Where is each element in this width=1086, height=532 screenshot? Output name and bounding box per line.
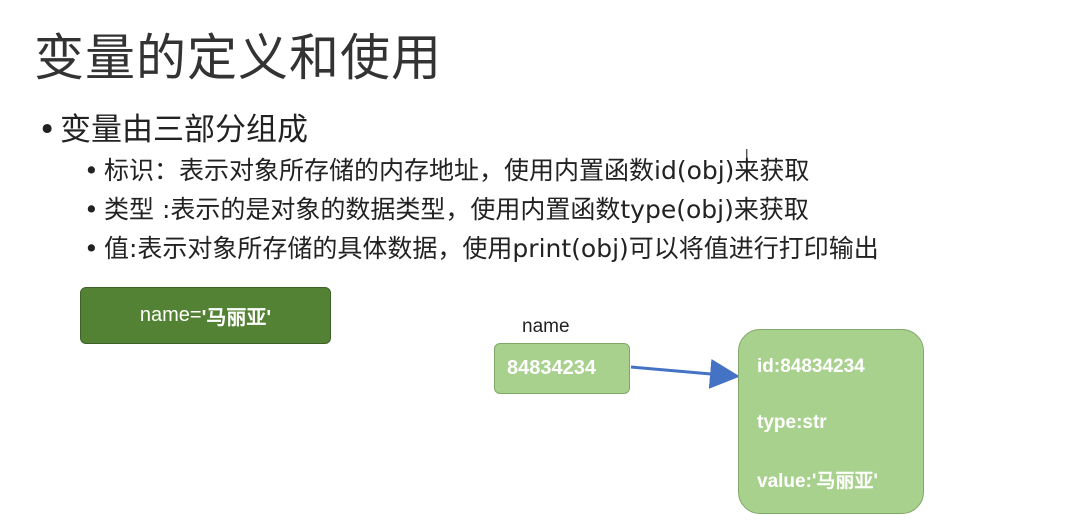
- object-type: type:str: [757, 412, 827, 433]
- assignment-box: name='马丽亚': [80, 287, 331, 344]
- object-id: id:84834234: [757, 356, 865, 377]
- text-cursor-icon: I: [745, 147, 749, 161]
- sub-bullet-type: •类型 :表示的是对象的数据类型，使用内置函数type(obj)来获取: [84, 190, 809, 226]
- object-box: id:84834234 type:str value:'马丽亚': [738, 329, 924, 514]
- bullet-dot: •: [84, 156, 99, 185]
- sub-bullet-text: 类型 :表示的是对象的数据类型，使用内置函数type(obj)来获取: [104, 195, 809, 224]
- slide-title: 变量的定义和使用: [34, 29, 442, 87]
- sub-bullet-text: 值:表示对象所存储的具体数据，使用print(obj)可以将值进行打印输出: [104, 234, 879, 263]
- sub-bullet-identity: •标识：表示对象所存储的内存地址，使用内置函数id(obj)来获取: [84, 151, 809, 187]
- main-bullet-text: 变量由三部分组成: [60, 112, 308, 148]
- assignment-prefix: name=: [139, 304, 202, 326]
- bullet-dot: •: [38, 112, 57, 148]
- sub-bullet-value: •值:表示对象所存储的具体数据，使用print(obj)可以将值进行打印输出: [84, 229, 879, 265]
- bullet-dot: •: [84, 234, 99, 263]
- variable-reference-box: 84834234: [494, 343, 630, 394]
- bullet-dot: •: [84, 195, 99, 224]
- main-bullet: •变量由三部分组成: [38, 104, 308, 149]
- variable-reference-value: 84834234: [507, 357, 596, 379]
- sub-bullet-text: 标识：表示对象所存储的内存地址，使用内置函数id(obj)来获取: [104, 156, 810, 185]
- object-value: value:'马丽亚': [757, 471, 878, 492]
- assignment-value: '马丽亚': [201, 307, 272, 329]
- variable-name-label: name: [522, 316, 570, 337]
